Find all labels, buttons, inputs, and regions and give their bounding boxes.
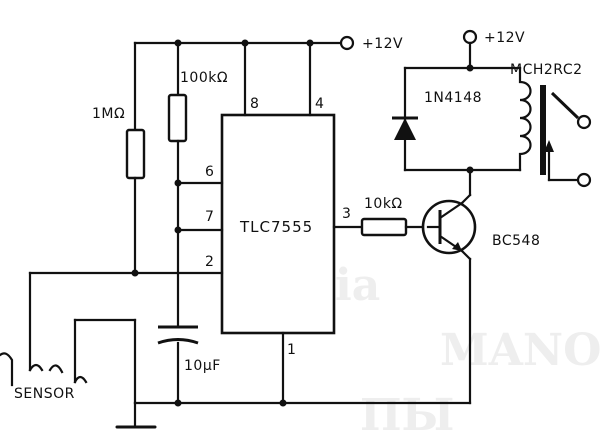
supply-terminal-right <box>462 29 478 45</box>
pin-3-label: 3 <box>342 206 351 222</box>
pin-7-label: 7 <box>205 209 214 225</box>
pin-2-label: 2 <box>205 254 214 270</box>
sensor-electrodes <box>0 271 137 405</box>
relay-circuit <box>392 29 592 188</box>
background-artifacts: ia MANO ПЫ <box>335 260 600 441</box>
diode-symbol <box>394 118 416 140</box>
resistor-1m-label: 1MΩ <box>92 106 125 122</box>
pin-8-label: 8 <box>250 96 259 112</box>
top-supply-rail <box>133 35 355 51</box>
pin-1-label: 1 <box>287 342 296 358</box>
supply-label-right: +12V <box>484 30 525 46</box>
ic-tlc7555 <box>28 41 364 405</box>
relay-label: MCH2RC2 <box>510 62 583 78</box>
capacitor-10uf <box>157 325 199 405</box>
svg-text:ПЫ: ПЫ <box>360 390 454 441</box>
svg-text:ia: ia <box>335 260 380 311</box>
transistor-bc548 <box>421 168 477 405</box>
ground-rail <box>115 399 472 429</box>
pin-6-label: 6 <box>205 164 214 180</box>
sensor-label: SENSOR <box>14 386 75 402</box>
relay-coil <box>518 66 532 172</box>
transistor-label: BC548 <box>492 233 540 249</box>
supply-terminal-left <box>339 35 355 51</box>
resistor-100k-label: 100kΩ <box>180 70 228 86</box>
resistor-1m <box>125 41 146 277</box>
diode-label: 1N4148 <box>424 90 482 106</box>
supply-label-left: +12V <box>362 36 403 52</box>
relay-armature <box>550 91 580 120</box>
pin-4-label: 4 <box>315 96 324 112</box>
resistor-100k <box>167 41 188 327</box>
ic-name: TLC7555 <box>239 218 313 236</box>
svg-text:MANO: MANO <box>440 325 600 376</box>
resistor-10k-label: 10kΩ <box>364 196 403 212</box>
capacitor-label: 10µF <box>184 358 221 374</box>
resistor-10k <box>360 217 430 237</box>
relay-core <box>540 85 546 175</box>
